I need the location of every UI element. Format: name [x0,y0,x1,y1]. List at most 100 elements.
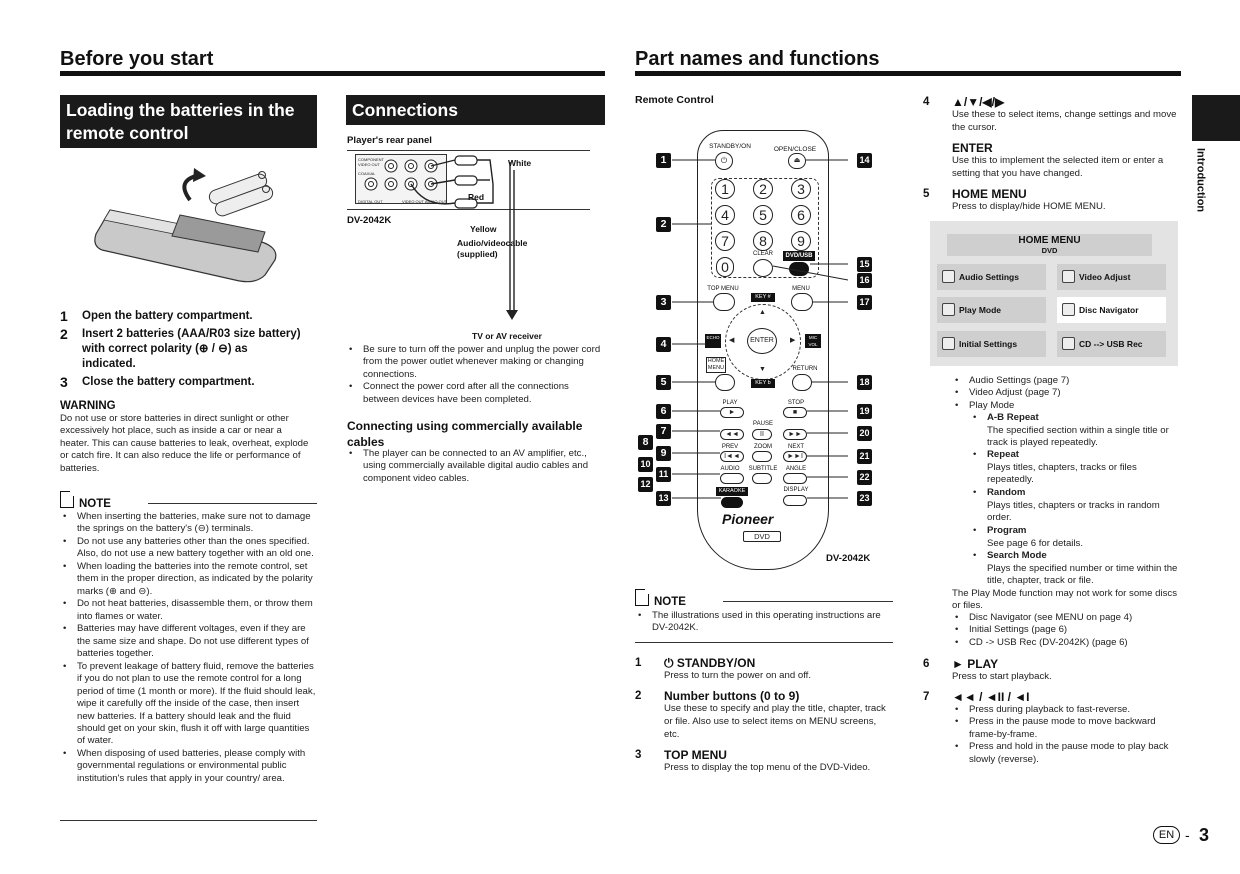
key-9[interactable]: 9 [791,231,811,251]
callout-4: 4 [656,337,671,352]
key-0[interactable]: 0 [716,257,734,277]
cable-red-label: Red [468,192,485,202]
repeat-item: Repeat [971,449,1183,462]
monitor-icon [1062,270,1075,283]
callout-8: 8 [638,435,653,450]
key-8[interactable]: 8 [753,231,773,251]
right-notes-list: The illustrations used in this operating… [636,610,893,635]
list-item: Press and hold in the pause mode to play… [953,741,1181,766]
standby-button[interactable]: ⏻ [715,152,733,170]
list-item: Search Mode [971,550,1183,563]
menu-initial-settings[interactable]: Initial Settings [937,331,1046,357]
list-item: Audio Settings (page 7) [953,375,1183,388]
note-header-right: NOTE [634,589,686,610]
menu-disc-navigator[interactable]: Disc Navigator [1057,297,1166,323]
menu-button[interactable] [791,293,813,311]
clear-button[interactable] [753,259,773,277]
rear-panel-top-rule [347,150,590,151]
callout-11: 11 [656,467,671,482]
item-7-bullets: Press during playback to fast-reverse. P… [953,704,1181,766]
prev-button[interactable]: I◄◄ [720,451,744,462]
ab-repeat-desc: The specified section within a single ti… [987,425,1169,449]
menu-cd-usb-rec[interactable]: CD --> USB Rec [1057,331,1166,357]
arrow-right-button[interactable]: ▶ [790,337,796,344]
arrow-up-button[interactable]: ▲ [759,309,766,316]
list-item: Press in the pause mode to move backward… [953,716,1181,741]
home-menu-button[interactable] [715,374,735,391]
key-flat-label: KEY b [751,379,775,388]
home-menu-list: Audio Settings (page 7) Video Adjust (pa… [953,375,1183,413]
callout-22: 22 [857,470,872,485]
speaker-icon [942,270,955,283]
pause-button[interactable]: II [752,429,772,440]
commercial-bullets: The player can be connected to an AV amp… [347,448,597,485]
zoom-button[interactable] [752,451,772,462]
key-2[interactable]: 2 [753,179,773,199]
angle-button[interactable] [783,473,807,484]
enter-button[interactable]: ENTER [747,328,777,354]
callout-3: 3 [656,295,671,310]
note-rule-right [723,601,893,602]
karaoke-button[interactable] [721,497,743,508]
list-item: Program [971,525,1183,538]
play-button[interactable]: ► [720,407,744,418]
mic-vol-button[interactable]: MIC VOL [805,334,821,348]
display-button[interactable] [783,495,807,506]
list-item: Disc Navigator (see MENU on page 4) [953,612,1183,625]
key-7[interactable]: 7 [715,231,735,251]
callout-leader-lines [672,159,849,499]
menu-video-adjust[interactable]: Video Adjust [1057,264,1166,290]
arrow-left-button[interactable]: ◀ [729,337,735,344]
list-item: Batteries may have different voltages, e… [61,623,318,660]
list-item: When disposing of used batteries, please… [61,748,318,785]
number-pad-group [711,178,819,278]
rear-panel-bottom-rule [347,209,590,210]
key-4[interactable]: 4 [715,205,735,225]
play-mode-list: A-B Repeat [971,412,1183,425]
page-title-left: Before you start [60,48,214,70]
key-1[interactable]: 1 [715,179,735,199]
key-sharp-label: KEY # [751,293,775,302]
key-3[interactable]: 3 [791,179,811,199]
page-title-right: Part names and functions [635,48,880,70]
callout-21: 21 [857,449,872,464]
section-heading-batteries: Loading the batteries in the remote cont… [60,95,317,148]
callout-17: 17 [857,295,872,310]
stop-button[interactable]: ■ [783,407,807,418]
callout-10: 10 [638,457,653,472]
next-button[interactable]: ►►I [783,451,807,462]
return-button[interactable] [792,374,812,391]
subtitle-button[interactable] [752,473,772,484]
wrench-icon [942,337,955,350]
list-item: Play Mode [953,400,1183,413]
callout-19: 19 [857,404,872,419]
list-item: To prevent leakage of battery fluid, rem… [61,661,318,748]
title-rule-right [635,71,1181,76]
callout-20: 20 [857,426,872,441]
menu-audio-settings[interactable]: Audio Settings [937,264,1046,290]
key-5[interactable]: 5 [753,205,773,225]
side-tab-block [1192,95,1240,141]
search-item: Search Mode [971,550,1183,563]
list-item: The illustrations used in this operating… [636,610,893,635]
reverse-button[interactable]: ◄◄ [720,429,744,440]
dvd-usb-button[interactable] [789,262,809,276]
key-6[interactable]: 6 [791,205,811,225]
callout-2: 2 [656,217,671,232]
arrow-down-button[interactable]: ▼ [759,366,766,373]
list-item: Be sure to turn off the power and unplug… [347,344,605,381]
echo-button[interactable]: ECHO [705,334,721,348]
list-item: CD -> USB Rec (DV-2042K) (page 6) [953,637,1183,650]
program-desc: See page 6 for details. [987,538,1084,549]
note-rule-left [148,503,317,504]
repeat-desc: Plays titles, chapters, tracks or files … [987,462,1137,486]
usb-icon [1062,337,1075,350]
forward-button[interactable]: ►► [783,429,807,440]
dvd-badge: DVD [743,531,781,542]
audio-button[interactable] [720,473,744,484]
home-menu-list-2: Disc Navigator (see MENU on page 4) Init… [953,612,1183,650]
top-menu-button[interactable] [713,293,735,311]
open-close-button[interactable]: ⏏ [788,153,806,169]
rear-panel-label: Player's rear panel [347,135,432,146]
menu-play-mode[interactable]: Play Mode [937,297,1046,323]
